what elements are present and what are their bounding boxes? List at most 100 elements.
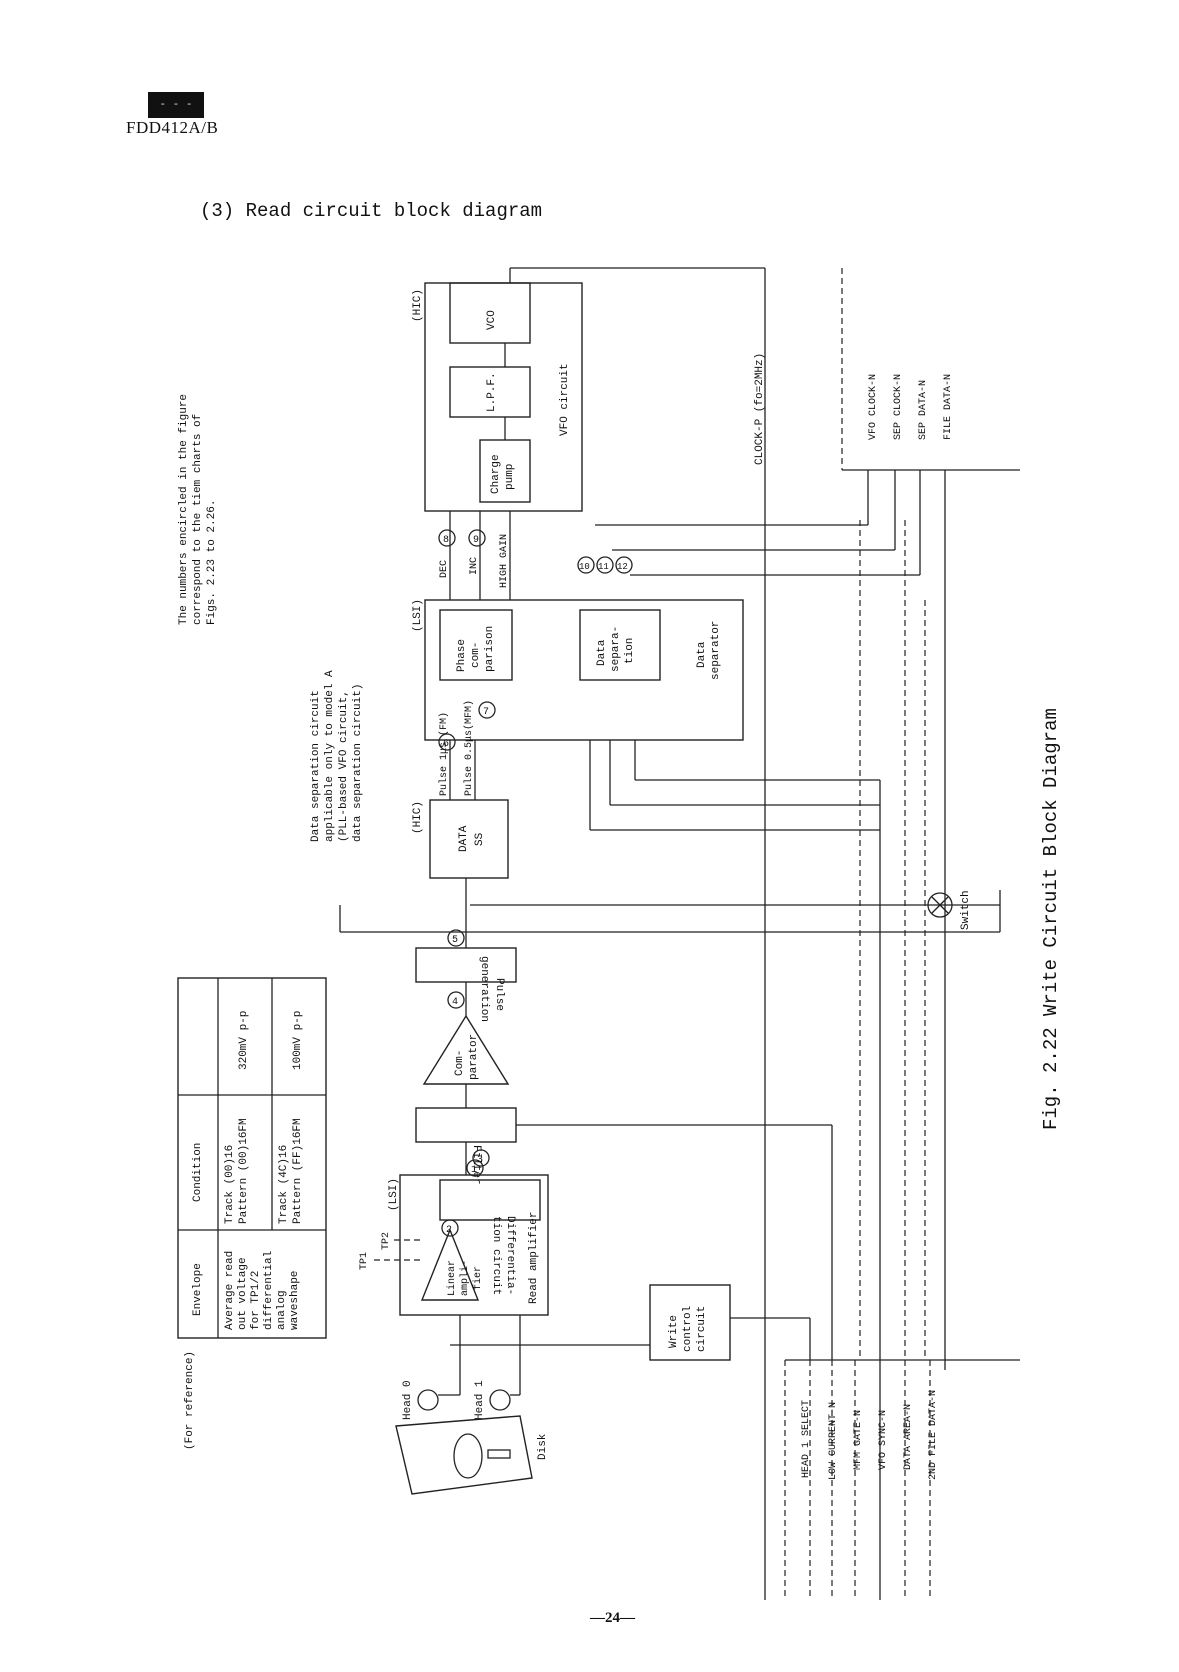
marker-5: 5 [447,929,465,947]
reference-envelope-4: differential [263,1251,275,1330]
svg-text:9: 9 [473,535,479,546]
phase-comparison-label-1: Phase [456,639,468,672]
charge-pump-label-2: pump [504,464,516,490]
lpf-label: L.P.F. [486,372,498,412]
note-figure-line-1: The numbers encircled in the figure [178,394,190,625]
marker-7: 7 [478,701,496,719]
marker-6: 6 [438,733,456,751]
clock-p-signal: CLOCK-P (fo=2MHz) [754,353,766,465]
data-ss-label-2: SS [474,832,486,846]
tp1-label: TP1 [359,1252,370,1270]
reference-header-envelope: Envelope [192,1263,204,1316]
marker-11: 11 [596,556,614,574]
manufacturer-logo: - - - [148,92,204,118]
svg-text:5: 5 [452,935,458,946]
reference-condition-2a: Track (4C)16 [278,1145,290,1224]
pulse-generation-label-1: Pulse [493,978,505,1011]
input-2nd-file-data: 2ND FILE DATA-N [928,1390,939,1480]
data-separation-label-3: tion [624,638,636,664]
marker-9: 9 [468,529,486,547]
reference-condition-2b: Pattern (FF)16FM [292,1118,304,1224]
reference-value-1: 320mV p-p [238,1011,250,1070]
linear-amplifier-label-2: ampli- [459,1260,471,1296]
read-amplifier-label: Read amplifier [528,1212,540,1304]
reference-condition-1a: Track (00)16 [224,1145,236,1224]
data-separator-label-1: Data [696,641,708,668]
svg-text:1: 1 [471,1165,477,1176]
marker-8: 8 [438,529,456,547]
switch-icon [927,892,953,918]
note-model-line-1: Data separation circuit [310,690,322,842]
head-0-symbol [417,1315,461,1411]
reference-caption: (For reference) [184,1351,196,1450]
svg-text:11: 11 [598,562,609,572]
vfo-circuit-label: VFO circuit [559,363,571,436]
data-separation-label-1: Data [596,639,608,666]
reference-envelope-5: analog [276,1290,288,1330]
note-model-line-2: applicable only to model A [324,670,336,842]
charge-pump-label-1: Charge [490,454,502,494]
svg-text:3: 3 [477,1155,483,1166]
hic-vfo-label: (HIC) [412,289,424,322]
disk-label: Disk [537,1433,549,1460]
head-1-label: Head 1 [474,1380,486,1420]
write-control-label-1: Write [668,1315,680,1348]
phase-comparison-label-2: com- [470,642,482,668]
input-mfm-gate: MFM GATE-N [853,1410,864,1470]
lsi-amp-label: (LSI) [388,1178,400,1211]
hic-data-label: (HIC) [412,801,424,834]
svg-text:6: 6 [443,739,449,750]
tp2-label: TP2 [381,1232,392,1250]
write-control-label-3: circuit [696,1306,708,1352]
note-model-line-3: (PLL-based VFO circuit, [338,690,350,842]
write-control-block [649,1284,731,1361]
data-ss-block [429,799,509,879]
marker-1: 1 [466,1159,484,1177]
data-separation-label-2: separa- [610,626,622,672]
high-gain-signal: HIGH GAIN [499,534,510,588]
marker-10: 10 [577,556,595,574]
note-model-line-4: data separation circuit) [352,684,364,842]
inc-signal: INC [469,557,480,575]
head-0-label: Head 0 [402,1380,414,1420]
data-ss-label-1: DATA [458,825,470,852]
output-sep-data: SEP DATA-N [918,380,929,440]
reference-header-condition: Condition [192,1143,204,1202]
svg-text:8: 8 [443,535,449,546]
section-title: (3) Read circuit block diagram [200,200,543,222]
data-separator-block [424,599,744,741]
output-vfo-clock: VFO CLOCK-N [868,374,879,440]
write-control-label-2: control [682,1306,694,1352]
pulse-fm-signal: Pulse 1μs (FM) [438,712,450,796]
comparator-label-2: parator [468,1034,480,1080]
page-number: —24— [590,1610,635,1626]
reference-envelope-6: waveshape [289,1271,301,1330]
filter-block [415,1107,517,1143]
note-figure-line-3: Figs. 2.23 to 2.26. [206,500,218,625]
figure-caption: Fig. 2.22 Write Circuit Block Diagram [1040,708,1062,1130]
head-1-symbol [489,1315,521,1411]
comparator-label-1: Com- [454,1050,466,1076]
marker-3: 3 [472,1149,490,1167]
reference-value-2: 100mV p-p [292,1011,304,1070]
vfo-circuit-block [424,282,583,512]
pulse-generation-label-2: generation [478,956,490,1022]
dec-signal: DEC [439,560,450,578]
pulse-mfm-signal: Pulse 0.5μs(MFM) [463,700,475,796]
svg-text:10: 10 [579,562,590,572]
reference-table [177,977,327,1339]
svg-text:2: 2 [446,1225,452,1236]
data-separator-label-2: separator [710,621,722,680]
pulse-generation-block [415,947,517,983]
disk-symbol [395,1415,533,1495]
svg-text:4: 4 [452,997,458,1008]
input-low-current: LOW CURRENT-N [828,1402,839,1480]
differentiation-label-2: tion circuit [490,1216,502,1295]
input-data-area: DATA AREA-N [903,1404,914,1470]
reference-envelope-3: for TP1/2 [250,1271,262,1330]
reference-condition-1b: Pattern (00)16FM [238,1118,250,1224]
differentiation-label-1: Differentia- [504,1216,516,1295]
comparator-block [422,1014,510,1085]
svg-text:12: 12 [617,562,628,572]
